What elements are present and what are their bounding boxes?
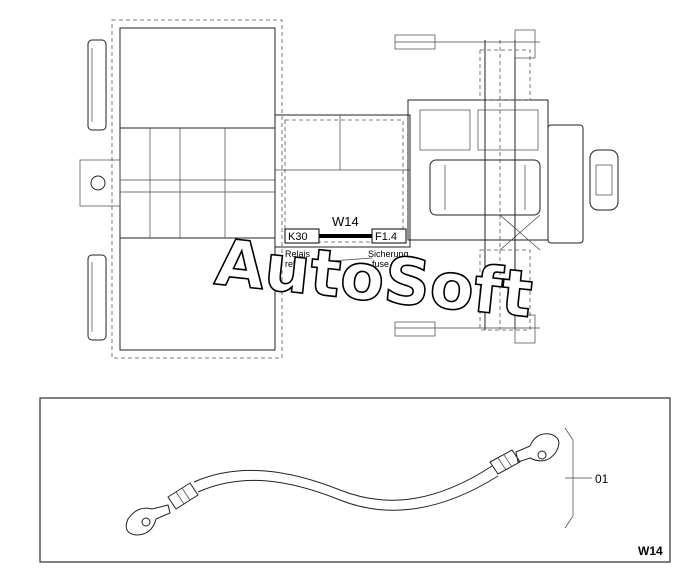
relay-label-en: relay <box>285 259 305 269</box>
relay-label-de: Relais <box>285 249 311 259</box>
autosoft-watermark: AutoSoft <box>212 226 536 333</box>
terminal-f14-box <box>371 228 407 244</box>
terminal-k30-box <box>284 228 320 244</box>
battery-cable-drawing <box>125 433 560 536</box>
terminal-f14-label: F1.4 <box>375 231 397 243</box>
detail-panel-frame <box>39 397 671 563</box>
terminal-k30-label: K30 <box>288 231 308 243</box>
wire-callout: W14 K30 F1.4 Relais relay Sicherung fuse <box>284 214 409 269</box>
wire-label: W14 <box>332 214 359 229</box>
fuse-label-de: Sicherung <box>368 249 409 259</box>
item-number: 01 <box>595 472 609 486</box>
fuse-label-en: fuse <box>372 259 389 269</box>
item-bracket <box>564 427 592 529</box>
drawing-id: W14 <box>638 544 663 558</box>
vehicle-outline <box>79 19 619 359</box>
